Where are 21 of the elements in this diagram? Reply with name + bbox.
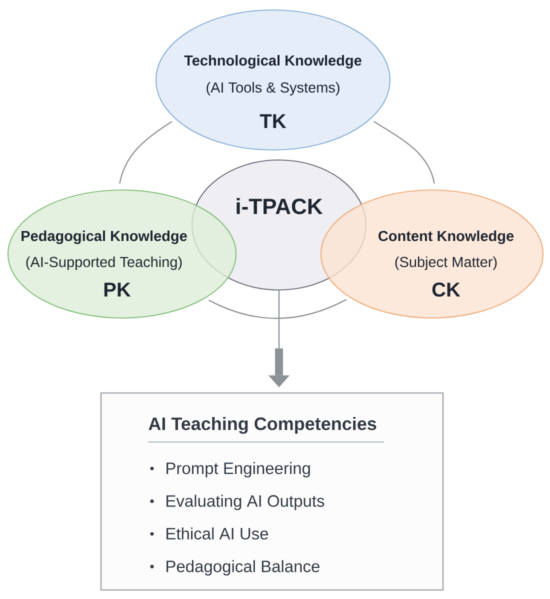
list-item: Prompt Engineering — [166, 462, 310, 478]
ellipse-heading: Pedagogical Knowledge — [22, 230, 187, 244]
abbreviation-label: PK — [104, 282, 131, 296]
center-label: i-TPACK — [236, 198, 323, 214]
connector-arc — [208, 299, 347, 319]
ellipse-heading: Content Knowledge — [378, 230, 514, 244]
list-item: Ethical AI Use — [166, 527, 268, 540]
ellipse-subtitle: (AI-Supported Teaching) — [26, 256, 182, 270]
list-item: Evaluating AI Outputs — [166, 494, 324, 510]
abbreviation-label: CK — [432, 282, 460, 297]
ellipse — [7, 189, 237, 319]
connector-arc — [374, 121, 435, 184]
ellipse-subtitle: (AI Tools & Systems) — [206, 82, 340, 96]
box-heading: AI Teaching Competencies — [148, 416, 376, 434]
connector-arc — [119, 121, 172, 184]
ellipse-heading: Technological Knowledge — [184, 54, 362, 69]
abbreviation-label: TK — [260, 114, 286, 128]
list-item: Pedagogical Balance — [166, 560, 320, 576]
competencies-box — [100, 392, 444, 591]
ellipse — [155, 9, 391, 151]
ellipse-subtitle: (Subject Matter) — [395, 256, 497, 270]
